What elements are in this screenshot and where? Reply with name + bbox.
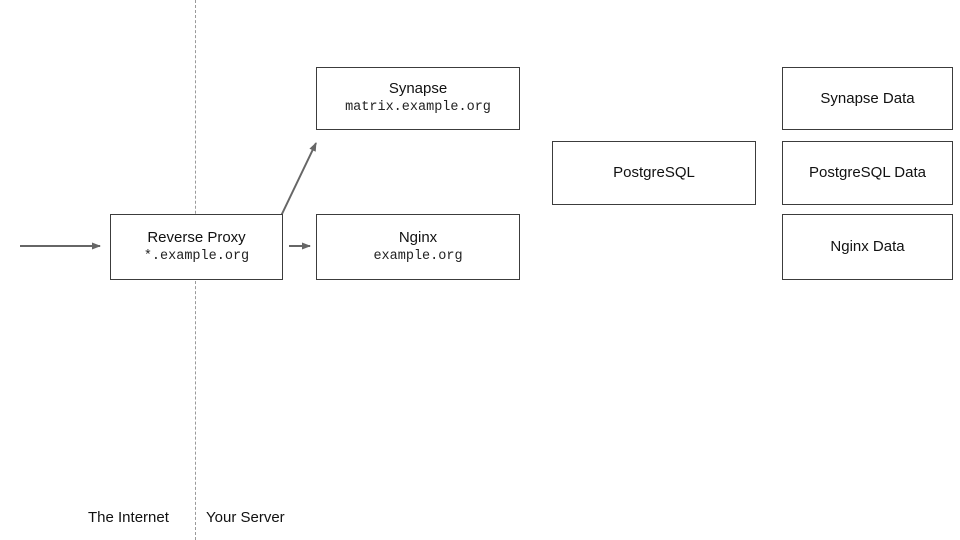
node-postgresql-data: PostgreSQL Data <box>782 141 953 205</box>
node-nginx-data-title: Nginx Data <box>830 238 905 255</box>
node-nginx-domain: example.org <box>373 248 463 264</box>
node-nginx-data: Nginx Data <box>782 214 953 280</box>
node-postgresql-title: PostgreSQL <box>613 164 695 181</box>
zone-label-internet: The Internet <box>88 509 169 526</box>
node-synapse-data-title: Synapse Data <box>820 89 915 107</box>
node-synapse: Synapse matrix.example.org <box>316 67 520 130</box>
node-reverse-proxy-title: Reverse Proxy <box>147 228 246 246</box>
node-reverse-proxy-domain: *.example.org <box>143 248 250 264</box>
node-synapse-data: Synapse Data <box>782 67 953 130</box>
arrow-reverse-proxy-to-synapse <box>280 142 317 217</box>
zone-label-your-server: Your Server <box>206 509 285 526</box>
node-reverse-proxy: Reverse Proxy *.example.org <box>110 214 283 280</box>
node-postgresql: PostgreSQL <box>552 141 756 205</box>
node-nginx: Nginx example.org <box>316 214 520 280</box>
node-synapse-domain: matrix.example.org <box>345 100 491 116</box>
node-nginx-title: Nginx <box>398 228 438 246</box>
node-synapse-title: Synapse <box>388 80 448 98</box>
node-postgresql-data-title: PostgreSQL Data <box>808 164 926 181</box>
